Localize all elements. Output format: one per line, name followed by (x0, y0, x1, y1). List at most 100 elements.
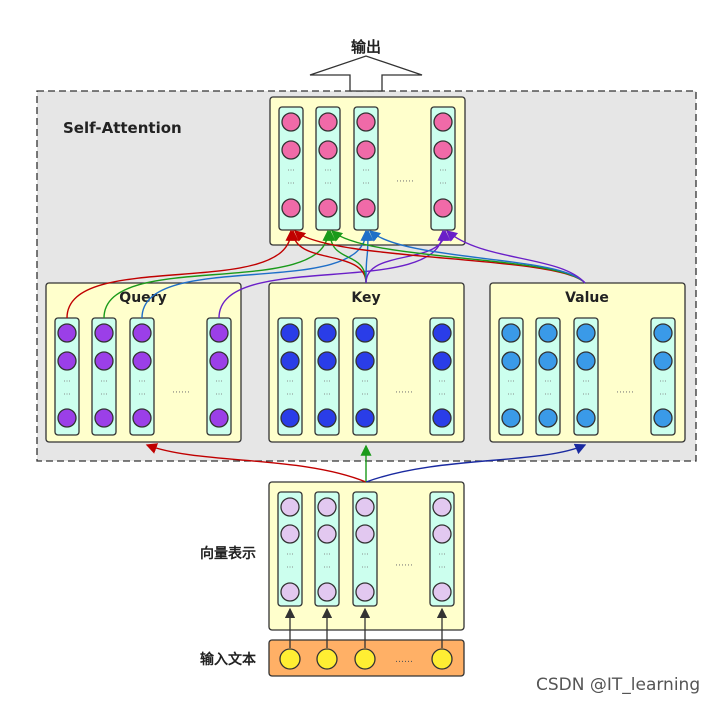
key-matrix-node (317, 408, 337, 428)
query-matrix-node (132, 351, 152, 371)
key-matrix-node (432, 408, 452, 428)
key-matrix-node (317, 351, 337, 371)
vdots: ··· (287, 179, 295, 188)
key-matrix-node (280, 408, 300, 428)
watermark: CSDN @IT_learning (536, 675, 700, 695)
value-matrix-node (576, 408, 596, 428)
query-to-output-arrow (66, 229, 297, 319)
key-matrix-column (277, 317, 303, 436)
embedding-matrix-node (317, 497, 337, 517)
key-to-output-arrow (365, 229, 451, 284)
embedding-matrix-node (317, 582, 337, 602)
key-matrix-title: Key (351, 290, 380, 306)
vdots: ··· (438, 377, 446, 386)
vdots: ··· (438, 390, 446, 399)
embedding-matrix-column (314, 491, 340, 607)
output-arrow-icon (309, 55, 423, 92)
embedding-matrix-node (280, 497, 300, 517)
value-matrix-node (501, 408, 521, 428)
vdots: ··· (362, 179, 370, 188)
vdots: ··· (215, 377, 223, 386)
key-matrix-node (432, 323, 452, 343)
output-matrix-node (433, 198, 453, 218)
output-matrix-node (356, 198, 376, 218)
query-matrix-node (209, 351, 229, 371)
vdots: ··· (324, 166, 332, 175)
embedding-matrix: ························…… (268, 481, 465, 631)
embedding-label: 向量表示 (200, 545, 256, 562)
output-matrix-node (356, 140, 376, 160)
output-matrix-node (281, 112, 301, 132)
value-matrix-node (538, 323, 558, 343)
embedding-to-value-arrow (365, 443, 587, 483)
query-to-output-arrow (141, 229, 372, 319)
vdots: ··· (100, 377, 108, 386)
value-matrix-node (538, 351, 558, 371)
query-matrix-node (94, 408, 114, 428)
key-matrix: Key························…… (268, 282, 465, 443)
key-matrix-node (280, 351, 300, 371)
value-matrix-node (538, 408, 558, 428)
embedding-matrix-node (355, 497, 375, 517)
vdots: ··· (438, 550, 446, 559)
query-matrix-node (209, 408, 229, 428)
value-matrix-title: Value (565, 290, 609, 306)
value-to-output-arrow (445, 230, 586, 284)
input-token-node (431, 648, 453, 670)
embedding-matrix-node (317, 524, 337, 544)
value-matrix-column (498, 317, 524, 436)
vdots: ··· (507, 390, 515, 399)
input-token-node (279, 648, 301, 670)
vdots: ··· (323, 550, 331, 559)
input-text-row: …… (268, 639, 465, 677)
output-matrix-node (433, 140, 453, 160)
value-to-output-arrow (368, 230, 586, 284)
output-matrix-node (281, 140, 301, 160)
embedding-matrix-node (432, 582, 452, 602)
query-matrix-node (94, 323, 114, 343)
query-matrix-node (132, 323, 152, 343)
vdots: ··· (361, 550, 369, 559)
vdots: ··· (438, 563, 446, 572)
key-matrix-node (280, 323, 300, 343)
output-matrix-node (318, 112, 338, 132)
output-label: 输出 (351, 38, 381, 56)
query-matrix-node (94, 351, 114, 371)
value-matrix-node (576, 351, 596, 371)
key-matrix-column (314, 317, 340, 436)
value-matrix-node (501, 323, 521, 343)
embedding-matrix-node (432, 497, 452, 517)
ellipsis: …… (616, 386, 634, 396)
embedding-matrix-node (355, 524, 375, 544)
key-matrix-node (432, 351, 452, 371)
region-title: Self-Attention (63, 119, 182, 137)
key-matrix-node (355, 408, 375, 428)
query-matrix-node (132, 408, 152, 428)
output-matrix-node (318, 140, 338, 160)
query-matrix-node (57, 351, 77, 371)
vdots: ··· (323, 563, 331, 572)
vdots: ··· (582, 377, 590, 386)
output-matrix-node (281, 198, 301, 218)
ellipsis: …… (395, 386, 413, 396)
query-matrix-node (209, 323, 229, 343)
vdots: ··· (507, 377, 515, 386)
value-matrix-column (573, 317, 599, 436)
vdots: ··· (324, 179, 332, 188)
input-token-node (354, 648, 376, 670)
query-to-output-arrow (218, 229, 449, 319)
vdots: ··· (323, 390, 331, 399)
value-matrix-node (576, 323, 596, 343)
ellipsis: …… (172, 386, 190, 396)
key-matrix-column (429, 317, 455, 436)
key-matrix-node (355, 351, 375, 371)
vdots: ··· (215, 390, 223, 399)
key-matrix-column (352, 317, 378, 436)
value-matrix-node (653, 323, 673, 343)
vdots: ··· (361, 563, 369, 572)
value-matrix-node (501, 351, 521, 371)
output-matrix-node (356, 112, 376, 132)
vdots: ··· (439, 179, 447, 188)
vdots: ··· (362, 166, 370, 175)
value-matrix-node (653, 351, 673, 371)
